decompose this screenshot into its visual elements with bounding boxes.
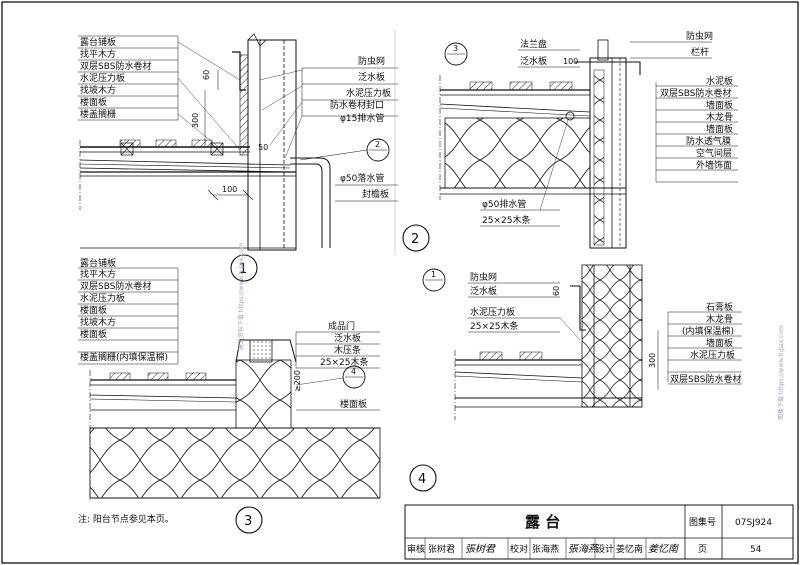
label-fascia: 封檐板 <box>362 188 389 200</box>
label-d4-cement-r: 水泥压力板 <box>690 349 735 361</box>
label-flange: 法兰盘 <box>520 38 547 50</box>
label-wood-stud-2: 木龙骨 <box>706 111 733 123</box>
ref-circle-1: 1 <box>431 270 436 279</box>
label-d3-cement: 水泥压力板 <box>80 292 125 304</box>
label-wall-finish: 外墙饰面 <box>696 159 732 171</box>
checker-signature: 張海燕 <box>568 543 600 555</box>
checker-name: 张海燕 <box>532 543 559 555</box>
designer-name: 姜忆南 <box>616 543 643 555</box>
watermark-left: 建筑资料下载 https://www.tujiax.com <box>237 243 245 350</box>
detail-number-4: 4 <box>418 472 426 487</box>
label-cement-board: 水泥压力板 <box>80 72 125 84</box>
dim-300: 300 <box>191 113 200 128</box>
label-d3-batten: 找平木方 <box>80 268 116 280</box>
label-floor-joist: 楼盖搁栅 <box>80 108 116 120</box>
dim-d4-300: 300 <box>648 353 657 368</box>
check-label: 校对 <box>510 543 528 555</box>
label-wood-cap: 木压条 <box>334 344 361 356</box>
label-air-gap: 空气间层 <box>696 147 732 159</box>
label-d3-slope: 找坡木方 <box>80 316 116 328</box>
label-downpipe-50: φ50落水管 <box>340 172 384 184</box>
detail-2: 3 <box>439 39 641 249</box>
ref-circle-4: 4 <box>351 367 356 376</box>
detail-2-labels: 法兰盘 泛水板 100 防虫网 栏杆 水泥板 双层SBS防水卷材 墙面板 木龙骨… <box>480 30 738 227</box>
detail-number-3: 3 <box>244 514 252 529</box>
page-number: 54 <box>750 545 762 555</box>
label-d3-floor-a: 楼面板 <box>80 304 107 316</box>
label-wall-board-2b: 墙面板 <box>706 123 733 135</box>
label-leveling-batten: 找平木方 <box>80 48 116 60</box>
detail-number-2: 2 <box>411 232 419 247</box>
page-label: 页 <box>698 544 707 555</box>
dim-100-d2: 100 <box>563 57 578 66</box>
label-gypsum: 石膏板 <box>706 301 733 313</box>
label-d4-stud: 木龙骨 <box>706 313 733 325</box>
label-wall-board-2a: 墙面板 <box>706 99 733 111</box>
label-cement-board-r: 水泥压力板 <box>346 87 391 99</box>
detail-1-right-labels: 防虫网 泛水板 水泥压力板 防水卷材封口 φ15排水管 φ50落水管 封檐板 6… <box>191 55 398 202</box>
label-breather-membrane: 防水透气膜 <box>686 135 731 147</box>
detail-number-1: 1 <box>239 262 247 277</box>
label-d4-sbs: 双层SBS防水卷材 <box>670 373 741 385</box>
label-insect-screen-2: 防虫网 <box>686 30 713 42</box>
label-wood-strip-2: 25×25木条 <box>482 214 530 226</box>
label-membrane-seal: 防水卷材封口 <box>330 99 384 111</box>
detail-1 <box>79 33 390 251</box>
label-d3-floor-b: 楼面板 <box>80 328 107 340</box>
dim-60: 60 <box>202 70 211 80</box>
label-d3-flashing: 泛水板 <box>334 332 361 344</box>
label-d3-sbs: 双层SBS防水卷材 <box>80 280 151 292</box>
atlas-number: 07SJ924 <box>735 518 772 528</box>
dim-d4-60: 60 <box>552 286 561 296</box>
label-terrace-deck: 露台铺板 <box>80 36 116 48</box>
label-railing: 栏杆 <box>691 46 709 58</box>
label-slope-batten: 找坡木方 <box>80 84 116 96</box>
ref-circle-3: 3 <box>453 44 458 53</box>
label-d4-insul: (内填保温棉) <box>682 325 734 337</box>
designer-signature: 姜忆南 <box>648 543 680 555</box>
ref-circle-2: 2 <box>375 140 380 149</box>
label-d3-joist: 楼盖搁栅(内填保温棉) <box>80 351 168 363</box>
sheet-note: 注: 阳台节点参见本页。 <box>78 513 174 525</box>
reviewer-signature: 張树君 <box>465 543 497 555</box>
detail-3: 4 <box>89 339 381 500</box>
label-drain-15: φ15排水管 <box>340 112 384 124</box>
label-flashing-2: 泛水板 <box>520 55 547 67</box>
dim-100: 100 <box>222 185 237 194</box>
detail-4: 1 <box>422 264 643 420</box>
detail-4-labels: 防虫网 泛水板 60 水泥压力板 25×25木条 石膏板 木龙骨 (内填保温棉)… <box>468 271 742 390</box>
label-flashing: 泛水板 <box>358 71 385 83</box>
reviewer-name: 张树君 <box>428 543 455 555</box>
dim-200: ≥200 <box>293 370 302 392</box>
label-d4-wallboard: 墙面板 <box>706 337 733 349</box>
label-d3-floor: 楼面板 <box>340 398 367 410</box>
label-sbs-2: 双层SBS防水卷材 <box>660 87 731 99</box>
detail-1-left-labels: 露台铺板 找平木方 双层SBS防水卷材 水泥压力板 找坡木方 楼面板 楼盖搁栅 <box>78 35 241 151</box>
review-label: 审核 <box>407 543 425 555</box>
label-insect-screen: 防虫网 <box>358 55 385 67</box>
watermark-right: 图集下载 https://www.tujiax.com <box>777 325 785 420</box>
label-d4-flashing: 泛水板 <box>470 285 497 297</box>
drawing-title: 露 台 <box>525 513 560 531</box>
label-d3-strip: 25×25木条 <box>320 356 368 368</box>
label-d4-strip: 25×25木条 <box>470 320 518 332</box>
label-d4-cement: 水泥压力板 <box>470 306 515 318</box>
title-block: 露 台 图集号 07SJ924 页 54 审核 张树君 張树君 校对 张海燕 張… <box>404 504 794 560</box>
detail-3-labels: 露台铺板 找平木方 双层SBS防水卷材 水泥压力板 楼面板 找坡木方 楼面板 楼… <box>78 257 380 411</box>
label-door: 成品门 <box>328 320 355 332</box>
dim-50: 50 <box>258 143 268 152</box>
label-drain-50: φ50排水管 <box>482 198 526 210</box>
atlas-label: 图集号 <box>689 516 716 528</box>
label-cement-board-2: 水泥板 <box>706 75 733 87</box>
label-floor-board: 楼面板 <box>80 96 107 108</box>
label-d4-screen: 防虫网 <box>470 271 497 283</box>
label-d3-deck: 露台铺板 <box>80 257 116 269</box>
design-label: 设计 <box>596 543 614 555</box>
label-sbs-membrane: 双层SBS防水卷材 <box>80 60 151 72</box>
